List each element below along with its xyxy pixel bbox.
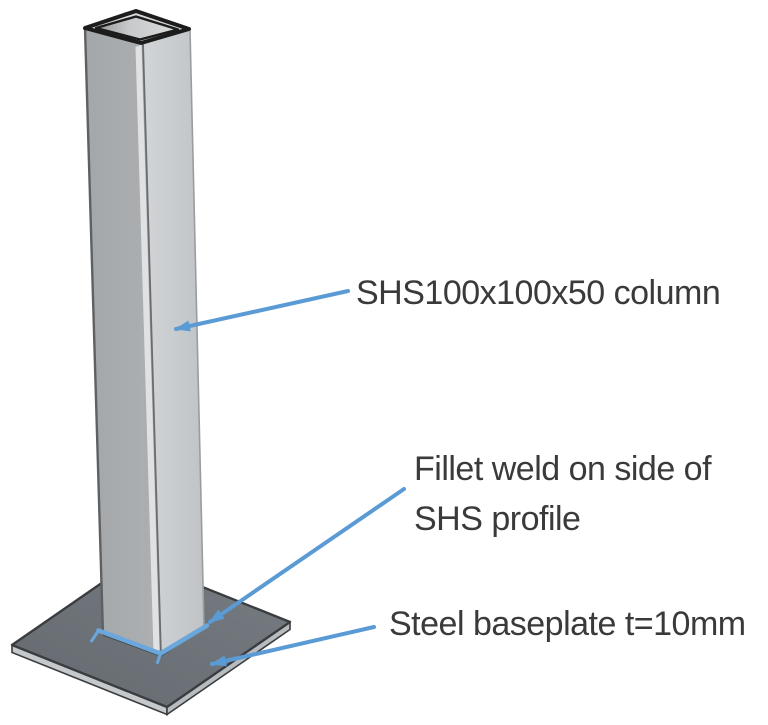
weld-annotation-label: Fillet weld on side of SHS profile [414, 444, 712, 544]
fillet-weld-corner-tick-front [156, 652, 162, 664]
column-leader-arrow [174, 289, 350, 332]
column-inner-walls [94, 15, 180, 41]
column-right-edge [189, 29, 205, 628]
leader-arrows [174, 289, 406, 667]
column-annotation-label: SHS100x100x50 column [356, 274, 721, 312]
column-front-edge [142, 42, 162, 657]
column-highlight-stripe [135, 44, 160, 653]
column-left-edge [83, 27, 105, 636]
weld-annotation-line1: Fillet weld on side of [414, 450, 712, 488]
fillet-weld-left-seam [96, 628, 163, 656]
shs-column [83, 9, 205, 657]
column-right-face [143, 30, 204, 656]
weld-leader-arrow [208, 487, 406, 624]
baseplate-leader-arrow [210, 625, 376, 667]
fillet-weld-right-seam [158, 623, 210, 656]
baseplate-annotation-label: Steel baseplate t=10mm [389, 605, 746, 643]
fillet-weld-corner-tick-left [90, 629, 100, 643]
weld-annotation-line2: SHS profile [414, 500, 581, 538]
fillet-weld [90, 623, 210, 664]
column-top-opening [83, 9, 191, 45]
